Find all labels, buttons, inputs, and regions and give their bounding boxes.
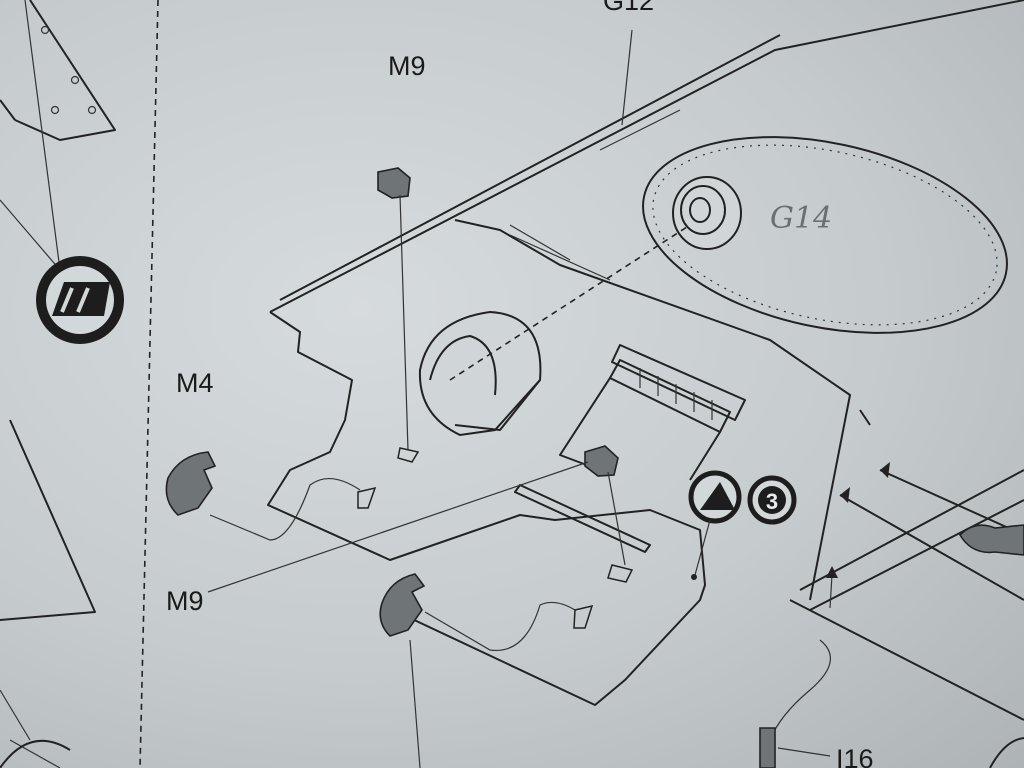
m4-upper-guide xyxy=(209,478,361,541)
m9-top-guide xyxy=(399,194,409,451)
assembly-line-drum xyxy=(449,224,691,381)
socket-2 xyxy=(607,564,634,583)
label-m9-left: M9 xyxy=(166,586,204,616)
m4-part-upper xyxy=(165,451,217,516)
m4-lower-stem xyxy=(409,639,421,768)
label-m4: M4 xyxy=(176,368,214,398)
decal-point xyxy=(691,574,697,580)
bottom-left-marker xyxy=(0,739,71,768)
m9-center-part xyxy=(584,445,619,477)
panel-divider xyxy=(139,0,159,768)
step-number: 3 xyxy=(766,489,778,514)
m9-top-part xyxy=(377,167,411,199)
step-circle-icon xyxy=(747,475,797,525)
drum-part xyxy=(418,310,542,437)
socket-3 xyxy=(357,486,377,509)
label-g12: G12 xyxy=(603,0,654,16)
turret-ring-inner xyxy=(652,144,998,326)
hatch-part xyxy=(672,176,742,250)
shield-marker-icon xyxy=(36,256,124,344)
socket-4 xyxy=(573,604,594,629)
socket-1 xyxy=(397,447,420,463)
decal-arrow-icon xyxy=(688,470,742,524)
m4-part-lower xyxy=(379,573,426,637)
decal-leader xyxy=(694,519,711,576)
m4-lower-guide xyxy=(424,601,576,652)
turret-ring xyxy=(642,136,1008,334)
vent-grille xyxy=(559,344,746,481)
handwritten-g14: G14 xyxy=(770,201,832,236)
rail-part xyxy=(514,484,651,553)
label-m9-top: M9 xyxy=(388,51,426,81)
g12-leader xyxy=(621,29,633,126)
right-details xyxy=(759,409,1024,768)
left-panel-parts xyxy=(0,0,116,768)
m9-left-leader xyxy=(207,461,589,593)
label-i16: I16 xyxy=(836,744,874,768)
m9-center-guide xyxy=(607,471,626,566)
